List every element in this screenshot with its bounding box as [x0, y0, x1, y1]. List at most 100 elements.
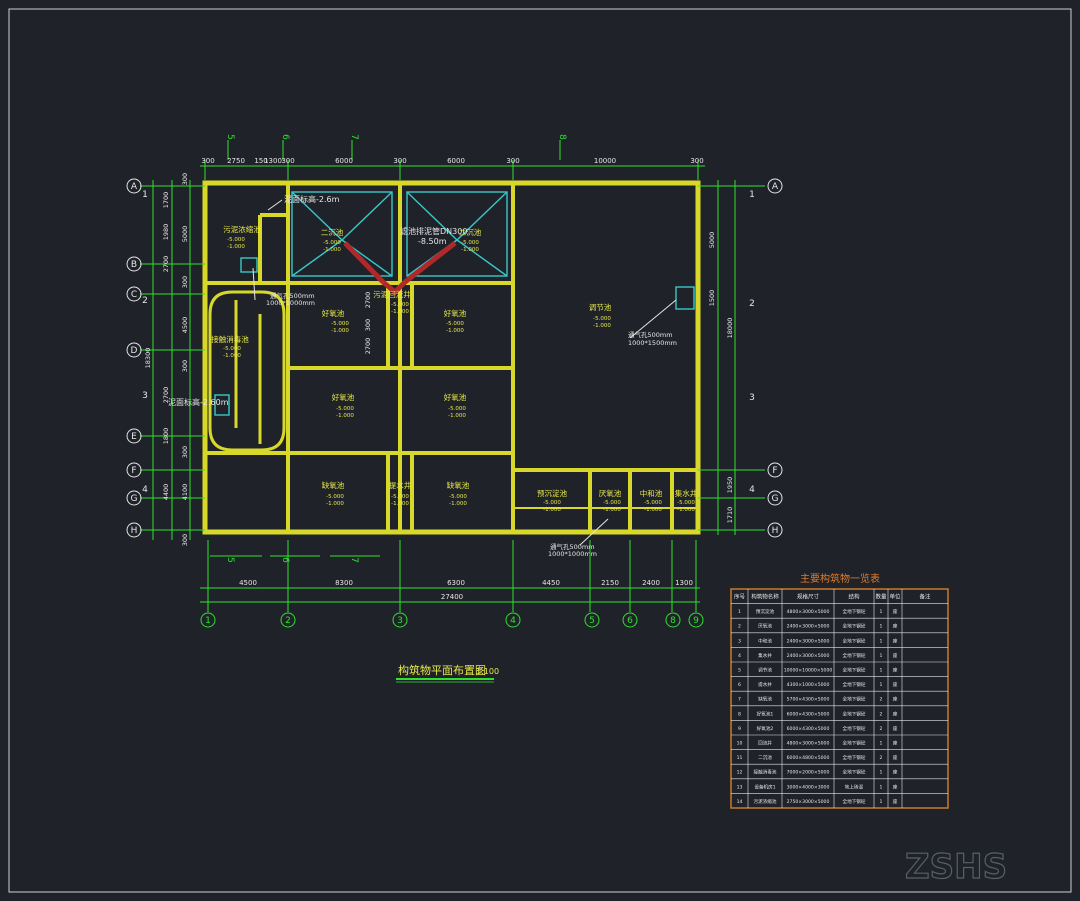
hole-note: 通气孔500mm [550, 542, 595, 551]
table-cell: 1 [880, 653, 883, 659]
dim-text: 2400 [642, 579, 660, 587]
table-cell: 2 [880, 755, 883, 761]
dimension-lines [140, 140, 765, 612]
dim-text: 1950 [726, 477, 734, 494]
table-cell: 全地下钢砼 [843, 696, 866, 703]
dim-text: 1980 [162, 224, 170, 241]
room-label: 厌氧池 [599, 488, 622, 498]
table-cell: 6000×4300×5000 [787, 726, 830, 732]
table-cell: 2 [880, 711, 883, 717]
table-header-cell: 序号 [734, 593, 746, 601]
room-elev: -5.000 [644, 500, 662, 506]
room-elev: -5.000 [448, 406, 466, 412]
table-header-cell: 数量 [875, 593, 887, 601]
grid-row-label: B [131, 260, 137, 270]
table-cell: 全地下钢砼 [843, 798, 866, 805]
grid-top-labels: 5 6 7 8 5 6 7 [225, 134, 567, 563]
table-header-cell: 单位 [889, 593, 901, 601]
dim-text: 4400 [162, 484, 170, 501]
dim-text: 300 [281, 157, 294, 165]
table-cell: 2400×3000×5000 [787, 638, 830, 644]
table-cell: 全地下钢砼 [843, 608, 866, 615]
table-cell: 3000×4000×3000 [787, 784, 830, 790]
table-cell: 好氧池2 [757, 725, 774, 732]
dim-text: 300 [506, 157, 519, 165]
table-cell: 座 [893, 798, 898, 805]
dim-text: 1800 [162, 428, 170, 445]
dim-total: 18300 [144, 348, 152, 369]
room-label: 接触消毒池 [211, 334, 249, 344]
table-cell: 9 [738, 726, 741, 732]
table-cell: 全地下钢砼 [843, 769, 866, 776]
room-elev: -5.000 [593, 316, 611, 322]
room-elev: -1.000 [603, 507, 621, 513]
grid-cols-bottom [200, 612, 704, 628]
dim-text: 300 [181, 360, 189, 372]
table-cell: 座 [893, 623, 898, 630]
table-cell: 1 [880, 668, 883, 674]
dim-text: 150 [254, 157, 267, 165]
table-cell: 接触消毒池 [754, 769, 777, 776]
room-label: 调节池 [589, 302, 612, 312]
dim-text: 1710 [726, 507, 734, 524]
table-cell: 6000×4300×5000 [787, 711, 830, 717]
room-elev: -5.000 [449, 494, 467, 500]
table-cell: 座 [893, 710, 898, 717]
table-cell: 6 [738, 682, 741, 688]
grid-label: 8 [557, 134, 567, 140]
outer-wall [202, 180, 701, 535]
elev-note: 泥面标高-2.60m [168, 397, 229, 407]
grid-row-label: A [131, 182, 138, 192]
dims-bottom: 4500 8300 6300 4450 2150 2400 1300 27400 [239, 579, 693, 601]
drawing-scale: 1:100 [476, 667, 499, 676]
table-cell: 4800×3000×5000 [787, 741, 830, 747]
table-cell: 回流井 [758, 740, 772, 747]
table-cell: 6000×4800×5000 [787, 755, 830, 761]
table-cell: 座 [893, 740, 898, 747]
dim-text: 1300 [675, 579, 693, 587]
dim-text: 2700 [364, 292, 372, 309]
room-elev: -5.000 [391, 302, 409, 308]
room-elev: -5.000 [603, 500, 621, 506]
row-number: 4 [749, 485, 755, 495]
grid-label: 5 [225, 134, 235, 140]
dim-text: 1700 [162, 192, 170, 209]
table-cell: 地上砖混 [845, 783, 864, 790]
room-label: 污泥浓缩池 [223, 224, 261, 234]
grid-label: 7 [349, 134, 359, 140]
dim-text: 5000 [708, 232, 716, 249]
grid-col-label: 1 [205, 616, 211, 626]
dim-text: 4500 [181, 317, 189, 334]
grid-label: 5 [225, 557, 235, 563]
table-cell: 10000×10000×5000 [784, 668, 833, 674]
dims-top: 300 2750 150 1300 300 6000 300 6000 300 … [201, 157, 703, 165]
dims-mid: 2700 300 2700 [364, 292, 372, 355]
room-elev: -1.000 [336, 413, 354, 419]
dim-text: 6000 [335, 157, 353, 165]
table-cell: 2400×3000×5000 [787, 624, 830, 630]
table-cell: 13 [737, 784, 743, 790]
grid-row-label: F [131, 466, 136, 476]
grid-col-label: 8 [670, 616, 676, 626]
room-elev: -1.000 [391, 501, 409, 507]
hole-note: 通气孔500mm [270, 291, 315, 300]
dim-total: 27400 [441, 593, 463, 601]
table-header-cell: 备注 [919, 593, 931, 601]
room-elev: -5.000 [543, 500, 561, 506]
grid-col-label: 9 [693, 616, 699, 626]
room-elev: -1.000 [543, 507, 561, 513]
table-cell: 座 [893, 637, 898, 644]
room-elev: -5.000 [336, 406, 354, 412]
table-cell: 座 [893, 667, 898, 674]
room-label: 提水井 [389, 480, 412, 490]
room-elev: -1.000 [449, 501, 467, 507]
table-cell: 1 [880, 682, 883, 688]
table-cell: 7000×2000×5000 [787, 770, 830, 776]
room-elev: -5.000 [326, 494, 344, 500]
dim-text: 5000 [181, 226, 189, 243]
table-cell: 全地下钢砼 [843, 681, 866, 688]
table-cell: 1 [880, 624, 883, 630]
table-cell: 座 [893, 783, 898, 790]
room-elev: -5.000 [223, 346, 241, 352]
